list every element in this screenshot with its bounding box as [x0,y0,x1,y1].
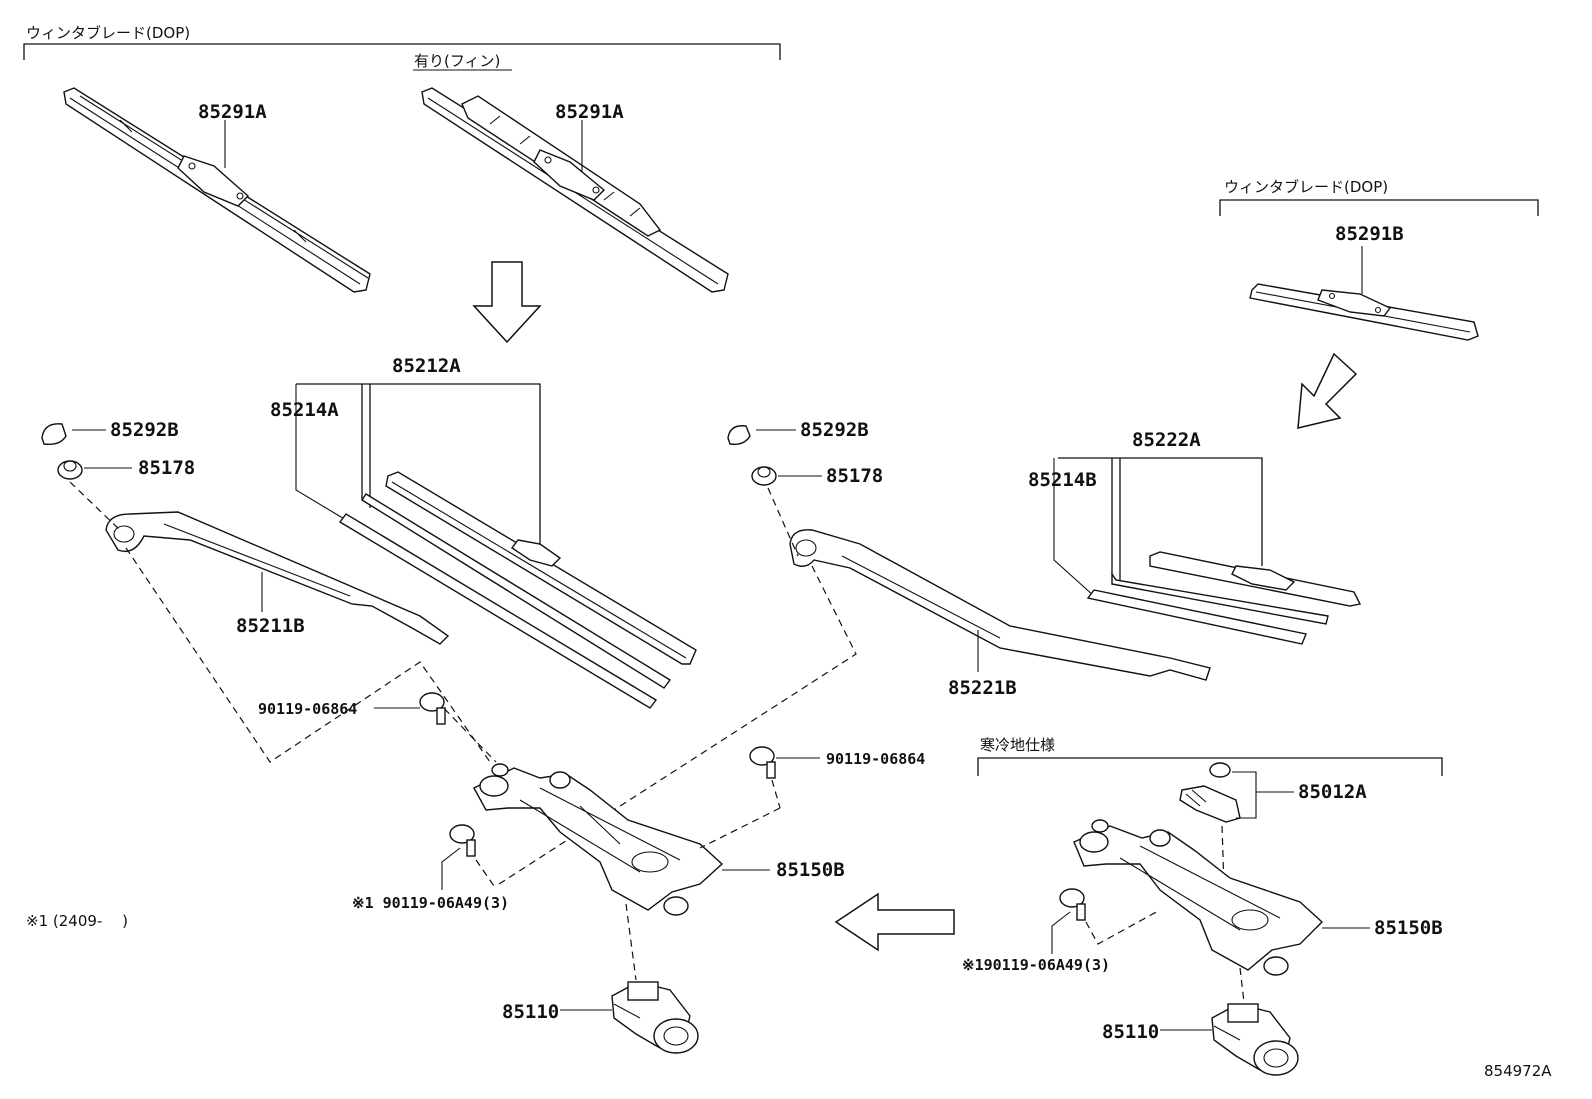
label-90119-06864-right: 90119-06864 [826,750,925,768]
wiper-arm-85211B[interactable] [105,511,450,645]
label-85214A: 85214A [270,399,339,421]
label-90119-06864-left: 90119-06864 [258,700,357,718]
wiper-arm-85221B[interactable] [789,529,1211,681]
label-85292B-right: 85292B [800,419,869,441]
footnote-serial-range: ※1 (2409- ) [26,912,128,930]
header-with-fin: 有り(フィン) [414,52,500,70]
label-90119-06A49-left: ※1 90119-06A49(3) [352,894,509,912]
header-dop-blade-right: ウィンタブレード(DOP) [1224,178,1388,196]
wiper-link-85150B-right[interactable] [1073,819,1324,976]
label-85291A-fin: 85291A [555,101,624,123]
blade-assembly-85212A[interactable] [338,471,697,709]
label-85291B: 85291B [1335,223,1404,245]
bolt-90119-06A49-left[interactable] [449,824,476,857]
label-85110-right: 85110 [1102,1021,1159,1043]
label-85221B: 85221B [948,677,1017,699]
wiper-blade-85291A-left[interactable] [63,87,371,293]
diagonal-arrow-icon [1297,352,1358,429]
cap-85292B-right[interactable] [727,425,751,446]
down-arrow-icon [472,261,542,344]
label-90119-06A49-right: ※190119-06A49(3) [962,956,1110,974]
blade-assembly-85222A[interactable] [1086,551,1362,645]
wiper-link-85150B-left[interactable] [473,763,724,916]
label-85292B-left: 85292B [110,419,179,441]
bolt-90119-06864-left[interactable] [419,692,446,725]
header-bracket-cold-region: 寒冷地仕様 [977,736,1443,776]
label-85110-left: 85110 [502,1001,559,1023]
label-85211B: 85211B [236,615,305,637]
deicer-85012A[interactable] [1179,762,1241,823]
wiper-motor-85110-right[interactable] [1211,1003,1299,1076]
left-arrow-icon [834,892,955,952]
cap-85292B-left[interactable] [41,423,67,446]
diagram-id: 854972A [1484,1062,1552,1080]
header-cold-region: 寒冷地仕様 [980,736,1055,754]
wiper-motor-85110-left[interactable] [611,981,699,1054]
bolt-90119-06864-right[interactable] [749,746,776,779]
header-bracket-dop-left: ウィンタブレード(DOP) 有り(フィン) [23,24,781,71]
label-85212A: 85212A [392,355,461,377]
header-bracket-dop-right: ウィンタブレード(DOP) [1219,178,1539,216]
label-85291A-left: 85291A [198,101,267,123]
label-85222A: 85222A [1132,429,1201,451]
wiper-blade-85291B[interactable] [1249,283,1479,341]
nut-85178-left[interactable] [57,460,83,480]
bolt-90119-06A49-right[interactable] [1059,888,1086,921]
label-85150B-right: 85150B [1374,917,1443,939]
label-85150B-left: 85150B [776,859,845,881]
header-dop-blade-left: ウィンタブレード(DOP) [26,24,190,42]
label-85178-left: 85178 [138,457,195,479]
wiper-blade-85291A-fin[interactable] [421,87,729,293]
label-85178-right: 85178 [826,465,883,487]
label-85012A: 85012A [1298,781,1367,803]
nut-85178-right[interactable] [751,466,777,486]
label-85214B: 85214B [1028,469,1097,491]
